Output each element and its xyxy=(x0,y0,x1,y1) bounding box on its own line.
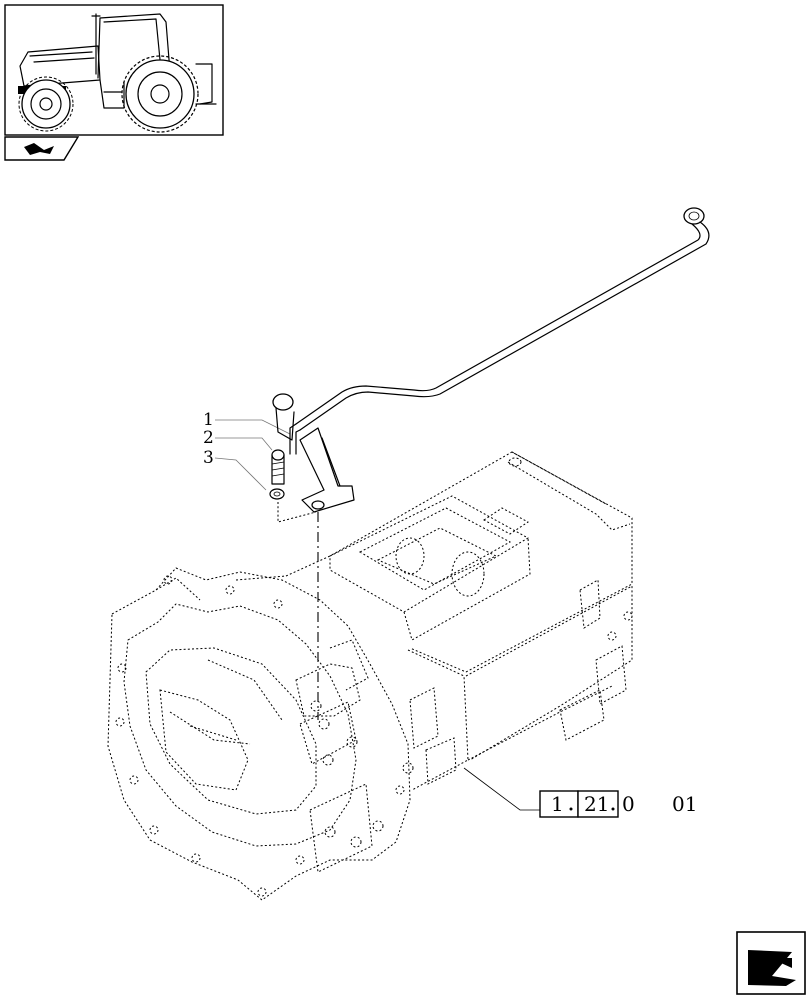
next-page-arrow-icon[interactable] xyxy=(736,931,806,995)
reference-code[interactable]: 1 21 0 01 xyxy=(539,790,697,818)
tractor-thumbnail-icon xyxy=(4,4,224,136)
bolt xyxy=(271,449,285,485)
category-tab-icon[interactable] xyxy=(4,136,80,161)
callout-2: 2 xyxy=(203,428,273,451)
transmission-housing xyxy=(107,451,633,901)
reference-part-1: 1 xyxy=(551,792,564,816)
callout-1: 1 xyxy=(203,410,291,435)
reference-part-4: 01 xyxy=(672,792,697,816)
washer xyxy=(269,488,285,500)
lubrication-pipe xyxy=(272,207,710,513)
callout-label: 2 xyxy=(203,428,214,448)
reference-leader xyxy=(463,767,540,811)
reference-part-3: 0 xyxy=(622,792,635,816)
callout-label: 1 xyxy=(203,410,214,430)
reference-part-2: 21 xyxy=(584,792,609,816)
callout-label: 3 xyxy=(203,448,214,468)
callout-3: 3 xyxy=(203,448,267,491)
